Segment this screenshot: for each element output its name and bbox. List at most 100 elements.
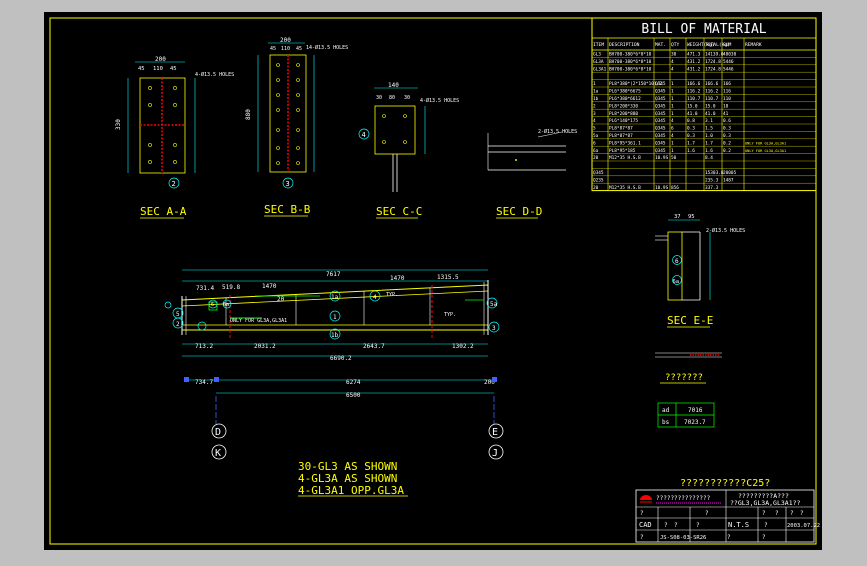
- elev-dim-overall: 6690.2: [330, 355, 352, 362]
- bom-cell: 4: [593, 118, 596, 124]
- bom-cell: 0.8: [687, 118, 695, 124]
- bom-cell: 1: [593, 81, 596, 87]
- elev-dim-top-5: 519.8: [222, 284, 240, 291]
- axis-label-j: J: [492, 448, 498, 459]
- axis-bubble-e: [488, 423, 504, 439]
- sec-e-callout-2: 6a: [673, 279, 680, 285]
- bom-cell: 1: [671, 103, 674, 109]
- elev-callout-1: 1: [333, 314, 337, 321]
- sec-c-dim-top: 140: [388, 82, 399, 89]
- sec-a-dim-side: 330: [115, 119, 122, 130]
- title-banner: ???????????C25?: [680, 478, 770, 489]
- bom-cell: 20: [593, 155, 599, 161]
- bom-cell: 3: [593, 111, 596, 117]
- elev-dim-top-4: 731.4: [196, 285, 214, 292]
- section-a-a: 200 45 110 45 330 4-Ø13.5 HOLES 2 SEC A-…: [115, 56, 234, 219]
- bom-cell: PL8*95*185: [609, 148, 636, 154]
- sec-c-callout: [358, 128, 370, 140]
- drawing-text: ?: [790, 510, 794, 517]
- elev-callout-5: 5: [176, 311, 180, 318]
- bom-cell: 166: [723, 81, 731, 87]
- bom-cell: Q345: [655, 96, 666, 102]
- bom-cell: 116.2: [687, 89, 701, 95]
- sec-a-dim-part-2: 110: [153, 66, 163, 72]
- bom-cell: Q345: [655, 148, 666, 154]
- elev-dim-top-6: 1470: [262, 283, 277, 290]
- bom-cell: 1: [671, 140, 674, 146]
- legend-row-2-key: bs: [662, 419, 670, 426]
- bom-cell: 116: [723, 89, 731, 95]
- drawing-text: ?: [727, 534, 731, 541]
- sec-e-dim-1: 37: [674, 214, 681, 220]
- bom-cell: 1: [671, 81, 674, 87]
- bom-cell: Q345: [655, 118, 666, 124]
- sec-a-callout: [168, 177, 180, 189]
- company-name: ???????????????: [656, 495, 711, 502]
- bom-cell: 337.3: [705, 185, 719, 191]
- bom-cell: 1724.8: [705, 66, 721, 72]
- bom-cell: 5446: [723, 66, 734, 72]
- bom-cell: PL8*200*330: [609, 103, 638, 109]
- bom-cell: 0.2: [723, 140, 731, 146]
- note-line-3: 4-GL3A1 OPP.GL3A: [298, 484, 404, 497]
- legend-title: ???????: [665, 373, 703, 383]
- drawing-text: ?: [674, 522, 678, 529]
- bom-cell: 1.0: [705, 133, 713, 139]
- bom-cell: 5446: [723, 59, 734, 65]
- legend-row-1-key: ad: [662, 407, 670, 414]
- sec-b-dim-part-1: 45: [270, 46, 276, 52]
- bom-cell: 0.3: [723, 126, 731, 132]
- bom-cell: 110: [723, 96, 731, 102]
- bom-cell: 856: [671, 185, 679, 191]
- bom-cell: 6: [671, 126, 674, 132]
- bom-cell: GL3A: [593, 59, 604, 65]
- bom-header-1: DESCRIPTION: [609, 42, 640, 48]
- sec-c-note: 4-Ø13.5 HOLES: [420, 97, 459, 104]
- bom-cell: 48030: [723, 52, 737, 58]
- bom-cell: 1724.8: [705, 59, 721, 65]
- bom-header-4: WEIGHT(kg): [687, 42, 715, 48]
- elev-dim-bottom-1: 713.2: [195, 343, 213, 350]
- sec-e-title: SEC E-E: [667, 314, 713, 327]
- sec-e-note: 2-Ø13.5 HOLES: [706, 227, 745, 234]
- bom-cell: 0.3: [687, 133, 695, 139]
- bom-cell: Q345: [655, 89, 666, 95]
- bom-cell: 20005: [723, 170, 737, 176]
- elev-note-only: ONLY FOR GL3A,GL3A1: [230, 318, 287, 324]
- bom-cell: 1.7: [687, 140, 695, 146]
- bom-cell: 1.5: [705, 126, 713, 132]
- sec-b-callout: [282, 177, 294, 189]
- legend-row-1-value: 7016: [688, 407, 703, 414]
- sec-b-title: SEC B-B: [264, 203, 311, 216]
- sec-c-dim-part-3: 30: [404, 95, 410, 101]
- bom-cell: M12*35 H.S.B: [609, 185, 641, 191]
- bom-cell: Q345: [655, 111, 666, 117]
- bom-cell: Q235: [593, 177, 604, 183]
- elev-note-typ: TYP.: [386, 292, 398, 298]
- elev-note-typ-2: TYP.: [444, 312, 456, 318]
- sec-b-dim-part-2: 110: [281, 46, 290, 52]
- bom-header-0: ITEM: [593, 42, 604, 48]
- section-d-d: 2-Ø13.5 HOLES SEC D-D: [487, 128, 577, 219]
- elev-callout-6a: 6a: [223, 302, 229, 308]
- beam-elevation: 7617 1470 1315.5 731.4 519.8 1470: [164, 269, 504, 460]
- drawing-text: ?: [762, 510, 766, 517]
- bom-cell: PL6*380*6675: [609, 89, 641, 95]
- sec-c-title: SEC C-C: [376, 205, 422, 218]
- bom-cell: 1: [671, 111, 674, 117]
- axis-bubble-d: [211, 423, 227, 439]
- bom-cell: PL8*87*87: [609, 126, 633, 132]
- bom-cell: GL3A1: [593, 66, 607, 72]
- bom-cell: Q345: [655, 81, 666, 87]
- sec-c-dim-part-2: 80: [389, 95, 395, 101]
- elev-span-dim-2: 6274: [346, 379, 361, 386]
- bom-cell: 0.3: [723, 133, 731, 139]
- elev-dim-top-2: 1470: [390, 275, 405, 282]
- drawing-number: JS-S08-03-SR26: [660, 535, 706, 541]
- bom-cell: 1: [671, 89, 674, 95]
- bom-cell: 0.6: [723, 118, 731, 124]
- bom-header-7: REMARK: [745, 42, 762, 48]
